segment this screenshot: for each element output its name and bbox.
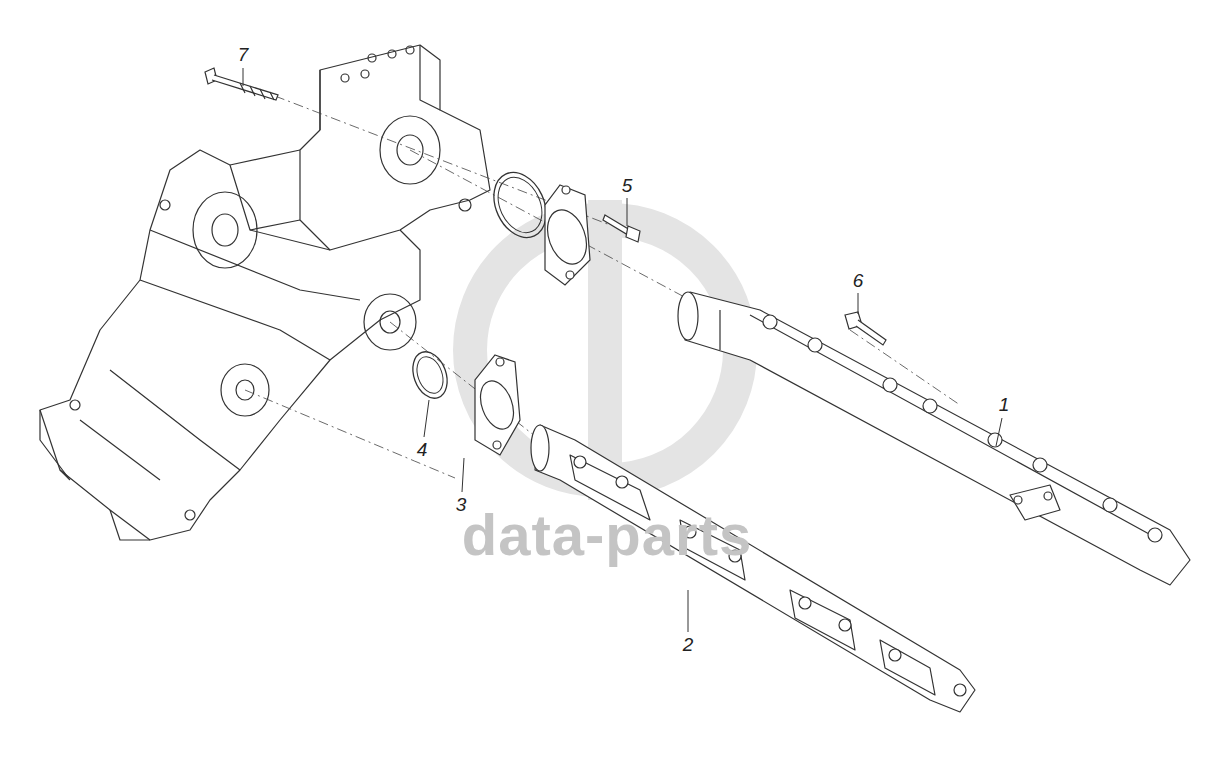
bolt	[845, 312, 886, 345]
gasket-flange	[541, 185, 594, 285]
callout-number: 6	[851, 271, 866, 292]
center-line	[245, 96, 960, 478]
callout-number: 4	[415, 440, 430, 461]
callout-number: 2	[681, 635, 696, 656]
gasket-flange	[474, 355, 520, 455]
o-ring	[490, 170, 551, 239]
callout-number: 7	[236, 45, 251, 66]
o-ring	[407, 347, 453, 403]
leader-line	[243, 68, 1002, 632]
callout-number: 1	[997, 395, 1012, 416]
watermark-logo	[470, 200, 740, 500]
watermark: data-parts	[462, 506, 752, 564]
callout-number: 5	[620, 176, 635, 197]
manifold-tube	[678, 292, 1190, 585]
bolt	[603, 215, 640, 242]
housing-casting	[40, 45, 490, 540]
o-ring	[412, 353, 448, 397]
bolt	[205, 68, 278, 100]
manifold-tube	[531, 425, 975, 712]
